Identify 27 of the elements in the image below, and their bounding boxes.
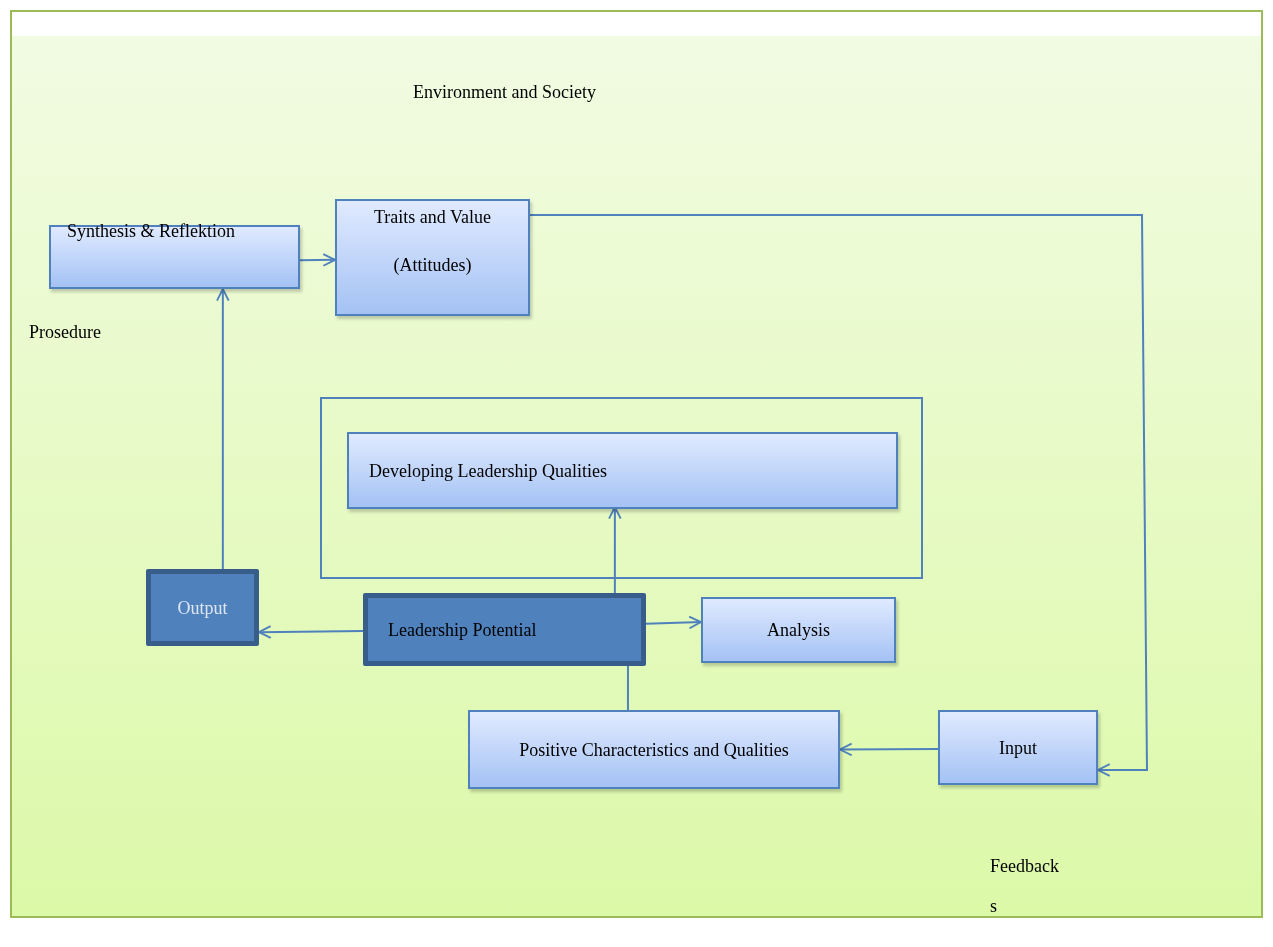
box-text: Input: [998, 737, 1038, 758]
highlighted-box: [146, 569, 259, 646]
process-box: [49, 225, 300, 289]
text-label: Feedback s: [990, 855, 1059, 918]
process-box: [347, 432, 898, 509]
process-box: [468, 710, 840, 789]
arrow: [645, 615, 702, 630]
box-text: Synthesis & Reflektion: [67, 221, 235, 242]
box-text: Traits and Value (Attitudes): [373, 206, 492, 277]
connector-line: [626, 665, 629, 711]
process-box: [938, 710, 1098, 785]
arrow: [216, 288, 230, 570]
text-label: Prosedure: [29, 322, 101, 343]
arrow: [299, 253, 336, 267]
box-text: Developing Leadership Qualities: [369, 460, 607, 481]
process-box: [335, 199, 530, 316]
arrow: [839, 742, 939, 757]
process-box: [701, 597, 896, 663]
box-text: Positive Characteristics and Qualities: [518, 739, 790, 760]
highlighted-box: [363, 593, 646, 666]
empty-frame: [320, 397, 923, 579]
box-text: Analysis: [766, 619, 831, 641]
text-label: Environment and Society: [413, 82, 596, 103]
box-text: Output: [176, 597, 229, 618]
box-text: Leadership Potential: [388, 619, 537, 640]
arrow: [529, 214, 1148, 777]
arrow: [258, 625, 364, 639]
